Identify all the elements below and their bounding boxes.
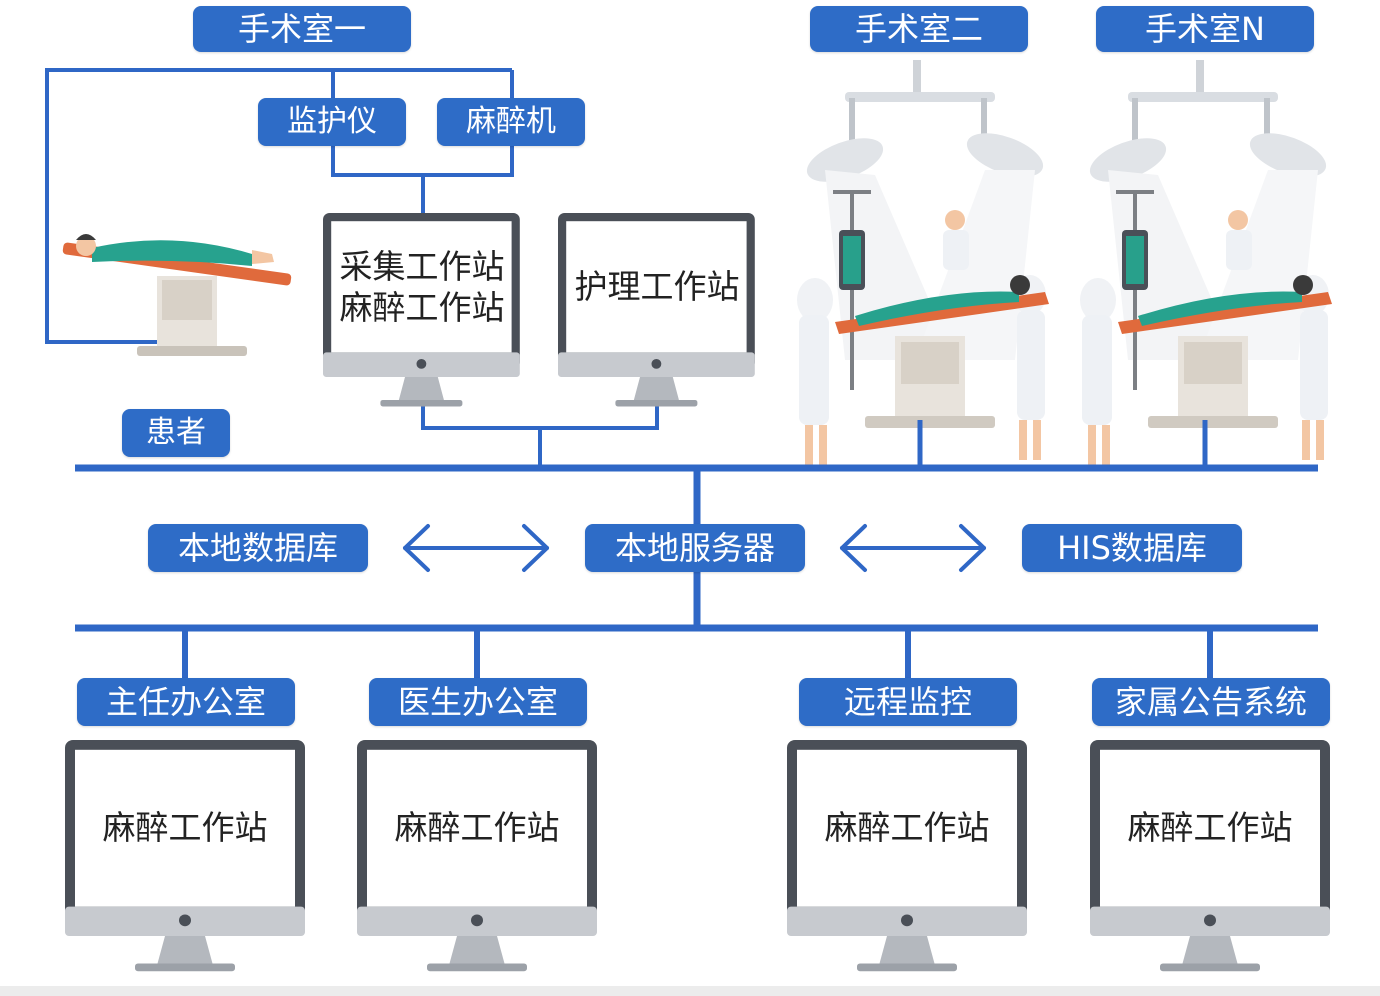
room-2-label: 手术室二	[810, 6, 1028, 52]
director-office-screen: 麻醉工作站	[76, 752, 294, 904]
bottom-border	[0, 986, 1380, 996]
remote-monitoring-label: 远程监控	[799, 678, 1017, 726]
room-n-label: 手术室N	[1096, 6, 1314, 52]
collection-workstation-screen: 采集工作站 麻醉工作站	[332, 223, 512, 351]
local-database-node: 本地数据库	[148, 524, 368, 572]
anesthesia-machine-label: 麻醉机	[437, 98, 585, 146]
screen-label: 麻醉工作站	[824, 808, 990, 848]
room-1-label: 手术室一	[193, 6, 411, 52]
doctor-office-screen: 麻醉工作站	[368, 752, 586, 904]
operating-room-illustration	[797, 60, 1049, 465]
remote-monitoring-screen: 麻醉工作站	[798, 752, 1016, 904]
family-notice-system-label: 家属公告系统	[1092, 678, 1330, 726]
patient-label: 患者	[122, 409, 230, 457]
anesthesia-workstation-label: 麻醉工作站	[339, 288, 505, 327]
his-database-node: HIS数据库	[1022, 524, 1242, 572]
collection-workstation-label: 采集工作站	[339, 246, 505, 286]
bottom-drop-lines	[182, 628, 1213, 680]
surgical-table-icon	[62, 234, 292, 356]
family-notice-screen: 麻醉工作站	[1101, 752, 1319, 904]
operating-room-illustration	[1080, 60, 1332, 465]
room-drop-lines	[917, 420, 1208, 468]
nursing-workstation-screen: 护理工作站	[567, 223, 747, 351]
local-server-node: 本地服务器	[585, 524, 805, 572]
double-arrow-icon	[403, 524, 549, 572]
screen-label: 麻醉工作站	[1127, 808, 1293, 848]
nursing-workstation-label: 护理工作站	[574, 267, 740, 307]
monitor-device-label: 监护仪	[258, 98, 406, 146]
screen-label: 麻醉工作站	[102, 808, 268, 848]
screen-label: 麻醉工作站	[394, 808, 560, 848]
double-arrow-icon	[840, 524, 986, 572]
doctor-office-label: 医生办公室	[369, 678, 587, 726]
director-office-label: 主任办公室	[77, 678, 295, 726]
